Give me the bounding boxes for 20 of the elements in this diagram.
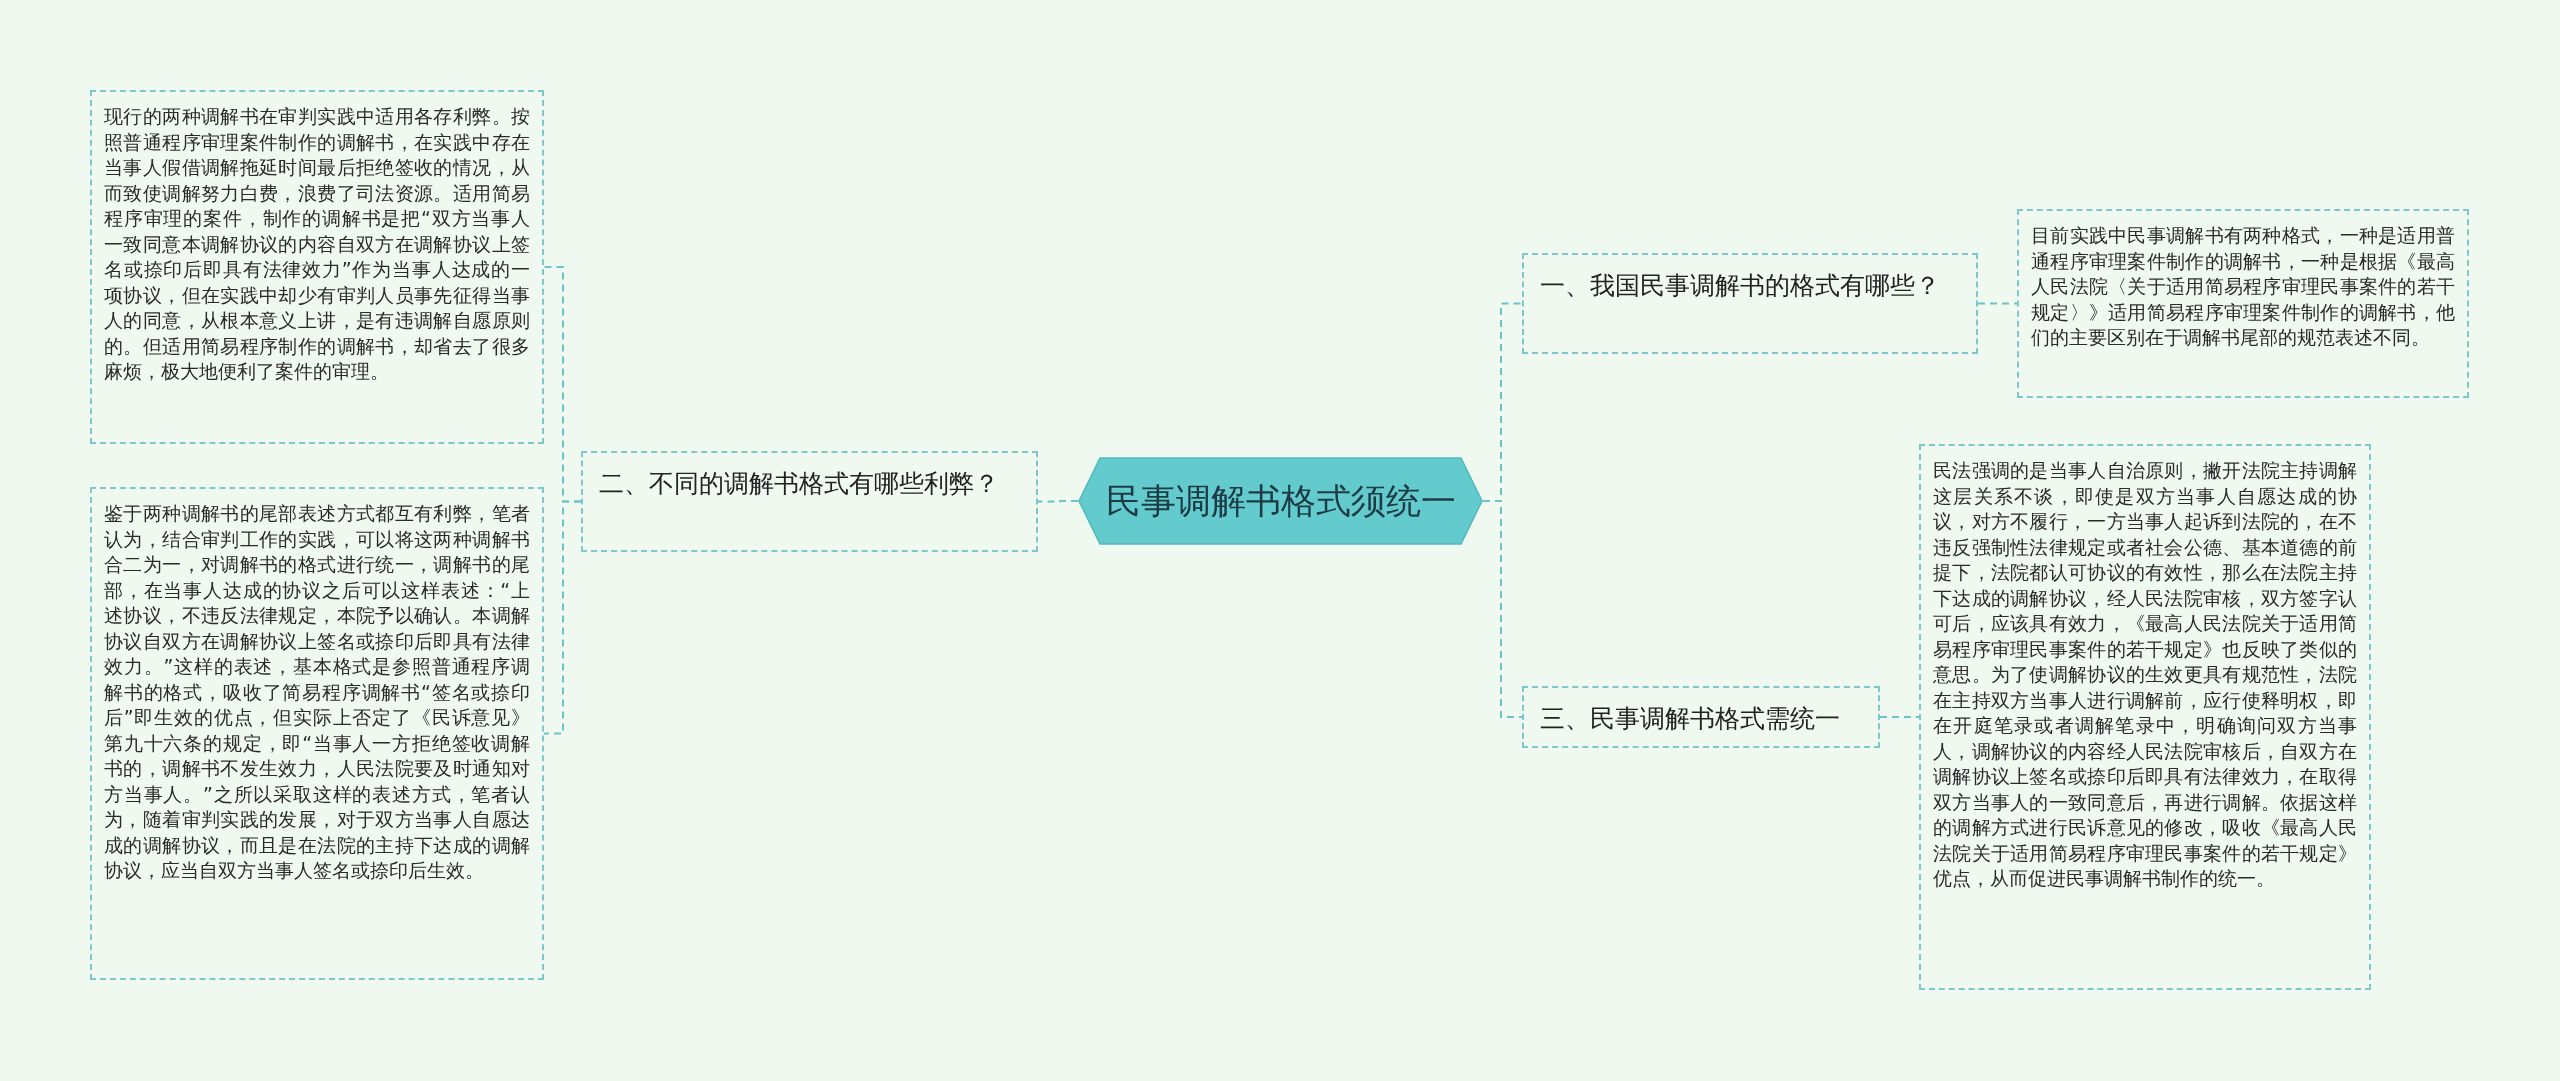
note-text: 鉴于两种调解书的尾部表述方式都互有利弊，笔者认为，结合审判工作的实践，可以将这两种调解书合二为一，对调解书的格式进行统一，调解书的尾部，在当事人达成的协议之后可以这样表述：“上述协议，不违反法律规定，本院予以确认。本调解协议自双方在调解协议上签名或捺印后即具有法律效力。”这样的表述，基本格式是参照普通程序调解书的格式，吸收了简易程序调解书“签名或捺印后”即生效的优点，但实际上否定了《民诉意见》第九十六条的规定，即“当事人一方拒绝签收调解书的，调解书不发生效力，人民法院要及时通知对方当事人。”之所以采取这样的表述方式，笔者认为，随着审判实践的发展，对于双方当事人自愿达成的调解协议，而且是在法院的主持下达成的调解协议，应当自双方当事人签名或捺印后生效。 <box>104 501 530 883</box>
connector-line <box>1879 716 1920 718</box>
connector-line <box>543 500 582 735</box>
note-box <box>90 487 544 980</box>
note-box <box>1919 444 2371 990</box>
note-text: 民法强调的是当事人自治原则，撇开法院主持调解这层关系不谈，即使是双方当事人自愿达成的协议，对方不履行，一方当事人起诉到法院的，在不违反强制性法律规定或者社会公德、基本道德的前提下，法院都认可协议的有效性，那么在法院主持下达成的调解协议，经人民法院审核，双方签字认可后，应该具有效力，《最高人民法院关于适用简易程序审理民事案件的若干规定》也反映了类似的意思。为了使调解协议的生效更具有规范性，法院在主持双方当事人进行调解前，应行使释明权，即在开庭笔录或者调解笔录中，明确询问双方当事人，调解协议的内容经人民法院审核后，自双方在调解协议上签名或捺印后即具有法律效力，在取得双方当事人的一致同意后，再进行调解。依据这样的调解方式进行民诉意见的修改，吸收《最高人民法院关于适用简易程序审理民事案件的若干规定》优点，从而促进民事调解书制作的统一。 <box>1933 458 2357 891</box>
subtopic-title: 一、我国民事调解书的格式有哪些？ <box>1540 270 1941 302</box>
subtopic-title: 二、不同的调解书格式有哪些利弊？ <box>599 468 1000 500</box>
subtopic-box <box>1522 686 1880 748</box>
connector-line <box>1977 302 2018 305</box>
note-box <box>2017 209 2469 398</box>
topic-title: 民事调解书格式须统一 <box>1105 479 1456 523</box>
note-box <box>90 90 544 444</box>
subtopic-box <box>1522 253 1978 354</box>
subtopic-title: 三、民事调解书格式需统一 <box>1540 703 1841 735</box>
note-text: 目前实践中民事调解书有两种格式，一种是适用普通程序审理案件制作的调解书，一种是根据《最高人民法院〈关于适用简易程序审理民事案件的若干规定〉》适用简易程序审理案件制作的调解书，他们的主要区别在于调解书尾部的规范表述不同。 <box>2031 223 2455 350</box>
connector-line <box>1037 500 1079 503</box>
connector-line <box>1482 500 1523 718</box>
note-text: 现行的两种调解书在审判实践中适用各存利弊。按照普通程序审理案件制作的调解书，在实践中存在当事人假借调解拖延时间最后拒绝签收的情况，从而致使调解努力白费，浪费了司法资源。适用简易程序审理的案件，制作的调解书是把“双方当事人一致同意本调解协议的内容自双方在调解协议上签名或捺印后即具有法律效力”作为当事人达成的一项协议，但在实践中却少有审判人员事先征得当事人的同意，从根本意义上讲，是有违调解自愿原则的。但适用简易程序制作的调解书，却省去了很多麻烦，极大地便利了案件的审理。 <box>104 104 530 384</box>
subtopic-box <box>581 451 1038 552</box>
